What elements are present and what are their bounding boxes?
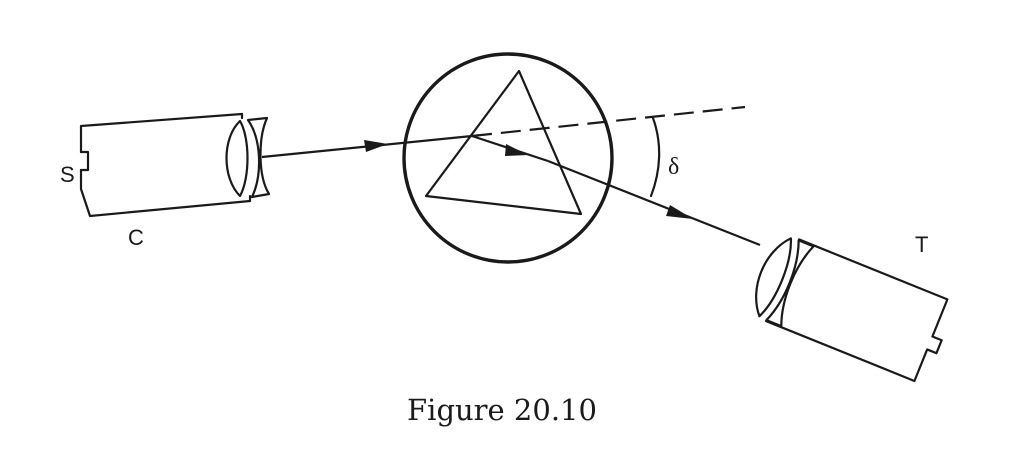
collimator-lens-housing — [240, 112, 252, 203]
telescope-body — [764, 238, 949, 383]
prism-table — [402, 52, 614, 264]
source-label: S — [60, 162, 75, 187]
collimator-slit — [79, 150, 90, 172]
deviation-angle-label: δ — [668, 154, 679, 180]
incident-ray-arrow — [364, 140, 388, 152]
collimator-concave-lens — [246, 116, 271, 199]
collimator — [79, 112, 271, 218]
emergent-ray — [547, 159, 761, 247]
telescope — [755, 237, 949, 383]
emergent-ray-arrow — [666, 205, 693, 219]
telescope-lens — [755, 237, 792, 318]
collimator-label: C — [128, 225, 144, 250]
ray-inside-prism-arrow — [505, 144, 528, 156]
prism — [424, 69, 583, 216]
deviation-angle-arc — [649, 116, 661, 198]
collimator-lens — [225, 119, 249, 198]
collimator-body — [79, 112, 252, 218]
telescope-label: T — [915, 232, 928, 257]
undeviated-ray-dashed — [471, 105, 746, 138]
telescope-concave-lens — [765, 239, 815, 328]
figure-caption: Figure 20.10 — [407, 393, 597, 427]
